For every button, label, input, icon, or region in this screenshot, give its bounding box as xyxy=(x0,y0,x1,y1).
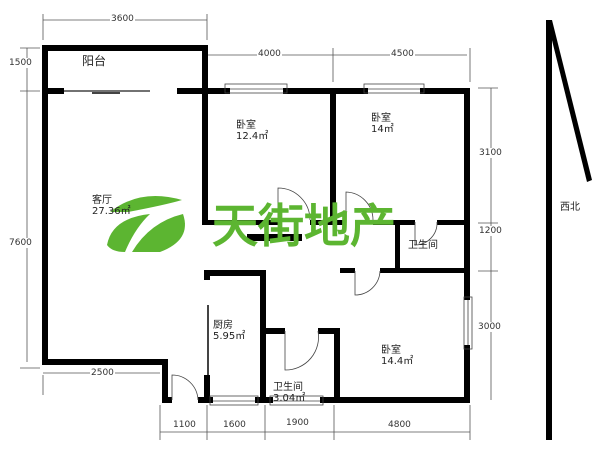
room-name: 客厅 xyxy=(92,195,112,206)
dimension-label: 1500 xyxy=(8,58,33,68)
room-bath-small: 卫生间 xyxy=(408,240,438,251)
dimension-lines xyxy=(20,14,498,440)
room-name: 卧室 xyxy=(236,120,256,131)
windows-and-doors xyxy=(64,83,473,406)
room-name: 卫生间 xyxy=(408,240,438,251)
room-area: 14㎡ xyxy=(371,124,394,135)
logo-leaf-icon xyxy=(107,196,185,252)
room-balcony: 阳台 xyxy=(82,54,107,68)
room-area: 3.04㎡ xyxy=(273,393,306,404)
dimension-label: 4800 xyxy=(387,420,412,430)
dimension-label: 1900 xyxy=(285,418,310,428)
room-area: 5.95㎡ xyxy=(213,331,246,342)
watermark-text: 天街地产 xyxy=(212,199,396,253)
compass-arrow xyxy=(546,20,592,440)
dimension-label: 1100 xyxy=(172,420,197,430)
room-area: 12.4㎡ xyxy=(236,131,269,142)
dimension-label: 7600 xyxy=(8,238,33,248)
walls xyxy=(42,45,470,403)
room-area: 14.4㎡ xyxy=(381,356,414,367)
room-name: 厨房 xyxy=(213,320,233,331)
room-name: 阳台 xyxy=(82,54,107,68)
dimension-label: 1600 xyxy=(222,420,247,430)
room-name: 卫生间 xyxy=(273,382,303,393)
dimension-label: 4000 xyxy=(257,49,282,59)
dimension-label: 3600 xyxy=(110,14,135,24)
dimension-label: 3000 xyxy=(477,322,502,332)
room-name: 卧室 xyxy=(371,113,391,124)
room-area: 27.36㎡ xyxy=(92,206,131,217)
dimension-label: 3100 xyxy=(478,148,503,158)
dimension-label: 4500 xyxy=(390,49,415,59)
room-name: 卧室 xyxy=(381,345,401,356)
compass-label: 西北 xyxy=(560,202,580,213)
dimension-label: 2500 xyxy=(90,368,115,378)
dimension-label: 1200 xyxy=(478,226,503,236)
